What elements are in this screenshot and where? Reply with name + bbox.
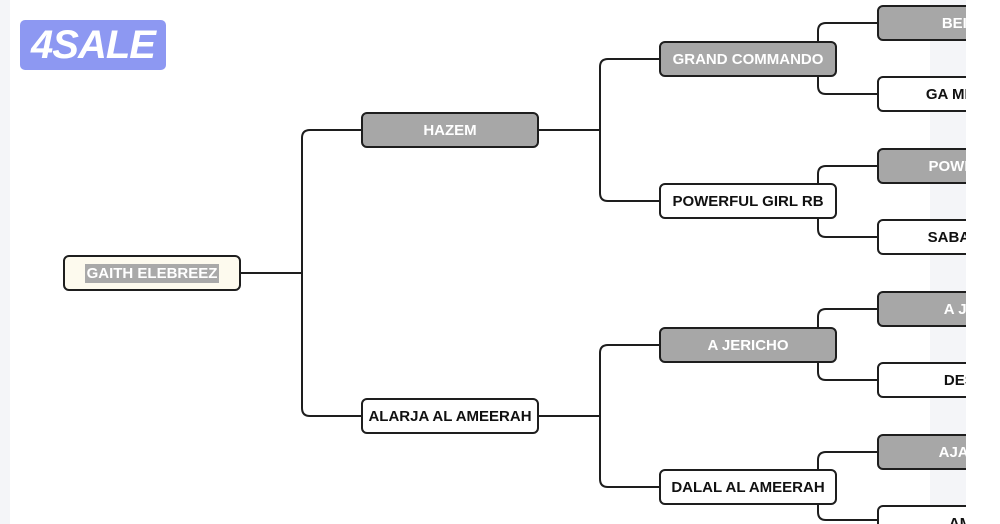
node-dam-dam[interactable]: DALAL AL AMEERAH (659, 469, 837, 505)
node-gen3-4[interactable]: SABAH EL (877, 219, 966, 255)
logo: 4SALE (20, 20, 166, 70)
node-sire[interactable]: HAZEM (361, 112, 539, 148)
root-horse-name: GAITH ELEBREEZ (84, 263, 220, 283)
sire-sire-name: GRAND COMMANDO (672, 50, 824, 68)
pedigree-tree: GAITH ELEBREEZ HAZEM ALARJA AL AMEERAH G… (63, 5, 966, 524)
gen3-name: AJA AN (938, 443, 966, 461)
node-gen3-8[interactable]: AMA (877, 505, 966, 524)
node-gen3-1[interactable]: BEIJIN (877, 5, 966, 41)
node-gen3-3[interactable]: POWER W (877, 148, 966, 184)
sire-dam-name: POWERFUL GIRL RB (672, 192, 824, 210)
node-sire-dam[interactable]: POWERFUL GIRL RB (659, 183, 837, 219)
node-dam-sire[interactable]: A JERICHO (659, 327, 837, 363)
dam-sire-name: A JERICHO (707, 336, 789, 354)
gen3-name: BEIJIN (941, 14, 966, 32)
node-dam[interactable]: ALARJA AL AMEERAH (361, 398, 539, 434)
dam-dam-name: DALAL AL AMEERAH (671, 478, 825, 496)
node-gen3-7[interactable]: AJA AN (877, 434, 966, 470)
node-gen3-6[interactable]: DESTI (877, 362, 966, 398)
gen3-name: POWER W (928, 157, 967, 175)
logo-text: 4SALE (31, 22, 156, 67)
node-gen3-5[interactable]: A JAK (877, 291, 966, 327)
left-margin (0, 0, 10, 524)
dam-name: ALARJA AL AMEERAH (368, 407, 532, 425)
gen3-name: DESTI (943, 371, 966, 389)
node-gen3-2[interactable]: GA MI GRA (877, 76, 966, 112)
node-sire-sire[interactable]: GRAND COMMANDO (659, 41, 837, 77)
sire-name: HAZEM (423, 121, 477, 139)
gen3-name: GA MI GRA (925, 85, 966, 103)
right-edge-blank (966, 0, 1000, 524)
node-root-horse[interactable]: GAITH ELEBREEZ (63, 255, 241, 291)
gen3-name: A JAK (943, 300, 966, 318)
gen3-name: SABAH EL (927, 228, 966, 246)
gen3-name: AMA (948, 514, 966, 524)
